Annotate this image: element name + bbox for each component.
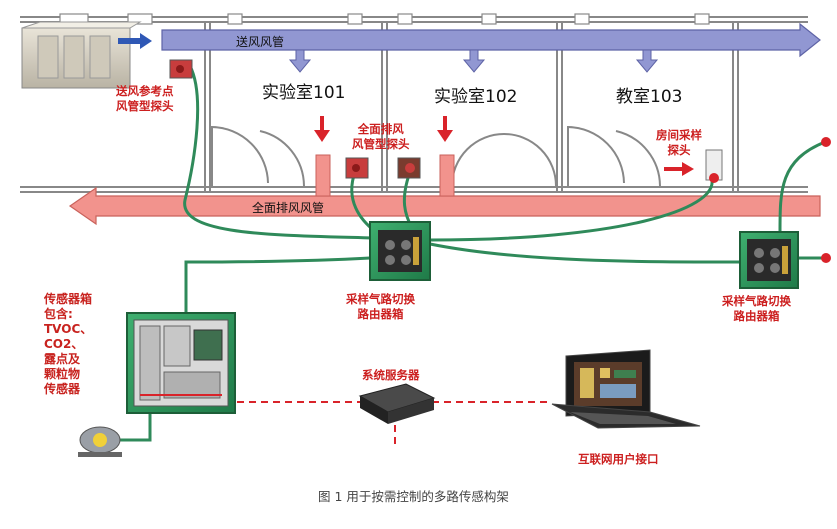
user-interface-label: 互联网用户接口 — [578, 452, 659, 466]
exhaust-probe-label: 全面排风 风管型探头 — [352, 122, 410, 152]
user-terminal — [551, 349, 701, 429]
router-2-label-line1: 采样气路切换 — [722, 294, 791, 308]
supply-duct — [161, 22, 821, 58]
room-102-label: 实验室102 — [434, 87, 518, 107]
supply-probe-label: 送风参考点 风管型探头 — [116, 84, 174, 114]
exhaust-probe-1 — [345, 157, 369, 179]
room-sampling-arrow — [664, 162, 694, 176]
sensor-box-label-line1: 传感器箱 — [44, 292, 93, 306]
room-103-label: 教室103 — [616, 87, 683, 107]
door-101 — [211, 125, 269, 186]
router-2-label: 采样气路切换 路由器箱 — [722, 294, 791, 324]
exhaust-duct — [68, 186, 821, 226]
sensor-box-label-line5: 露点及 — [44, 352, 81, 366]
supply-diffuser-arrows — [288, 49, 659, 73]
router-2-label-line2: 路由器箱 — [733, 309, 780, 323]
room-probe-label: 房间采样 探头 — [656, 128, 702, 158]
room-probe-label-line1: 房间采样 — [656, 128, 702, 142]
exhaust-duct-label: 全面排风风管 — [252, 201, 325, 215]
tube-supply-probe — [183, 65, 373, 240]
exhaust-probe-2 — [397, 157, 421, 179]
sensor-box-label: 传感器箱 包含: TVOC、 CO2、 露点及 颗粒物 传感器 — [44, 292, 92, 397]
ahu-supply-arrow — [118, 33, 152, 49]
network-lines — [237, 401, 548, 448]
router-1-label: 采样气路切换 路由器箱 — [346, 292, 415, 322]
tube-router-link — [429, 242, 743, 264]
server-label: 系统服务器 — [362, 368, 420, 382]
router-1-label-line2: 路由器箱 — [357, 307, 404, 321]
router-box-1 — [369, 221, 431, 281]
tube-to-sensor — [184, 256, 371, 318]
door-101b — [259, 130, 305, 187]
sensor-box-label-line6: 颗粒物 — [44, 367, 81, 381]
supply-probe — [169, 59, 193, 79]
room-probe-label-line2: 探头 — [667, 143, 691, 157]
air-handling-unit — [21, 21, 142, 89]
vacuum-pump — [78, 426, 122, 457]
router-box-2 — [739, 231, 799, 289]
supply-probe-label-line1: 送风参考点 — [116, 84, 174, 98]
supply-probe-label-line2: 风管型探头 — [116, 99, 174, 113]
exhaust-probe-label-line1: 全面排风 — [357, 122, 404, 136]
tube-pump — [118, 412, 152, 442]
exhaust-arrows — [314, 116, 453, 142]
router-1-label-line1: 采样气路切换 — [346, 292, 415, 306]
doors — [211, 125, 661, 187]
sensor-box-label-line7: 传感器 — [44, 382, 81, 396]
supply-duct-label: 送风风管 — [236, 35, 285, 49]
tube-room-probe — [429, 179, 714, 242]
exhaust-probe-label-line2: 风管型探头 — [352, 137, 410, 151]
room-probe — [705, 149, 723, 183]
system-server — [358, 383, 436, 424]
tube-right-up — [778, 140, 826, 233]
door-103 — [567, 125, 625, 186]
sensor-box-label-line3: TVOC、 — [44, 322, 93, 336]
sensor-cabinet — [126, 312, 236, 414]
sampling-tubes — [118, 65, 826, 442]
door-102 — [451, 133, 557, 187]
figure-caption: 图 1 用于按需控制的多路传感构架 — [318, 489, 509, 504]
tube-endpoints — [821, 137, 831, 263]
sensor-box-label-line4: CO2、 — [44, 337, 84, 351]
sensor-box-label-line2: 包含: — [44, 307, 73, 321]
room-101-label: 实验室101 — [262, 83, 346, 103]
exhaust-branch-2 — [439, 154, 455, 197]
exhaust-branch-1 — [315, 154, 331, 197]
